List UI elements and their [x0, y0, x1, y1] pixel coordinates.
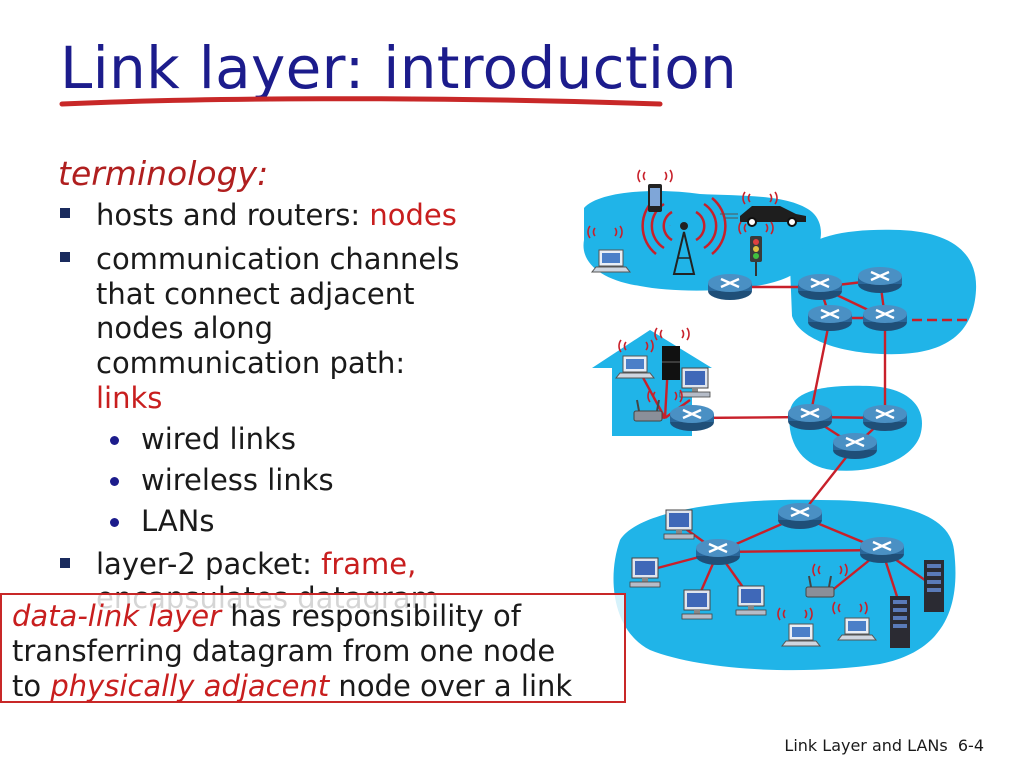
network-diagram: [583, 169, 977, 671]
router-icon: [806, 303, 854, 333]
car-icon: [720, 191, 806, 227]
router-icon: [861, 303, 909, 333]
bullet-links-line1: communication channels: [96, 242, 460, 276]
footer-chapter: Link Layer and LANs: [784, 736, 948, 755]
sub-bullet-dot-icon: [110, 518, 119, 527]
term-data-link-layer: data-link layer: [12, 599, 222, 633]
bullet-nodes: hosts and routers: nodes: [96, 198, 457, 232]
router-icon: [856, 265, 904, 295]
router-icon: [776, 501, 824, 531]
bullet-square-icon: [60, 252, 70, 262]
bullet-links-line4: communication path:: [96, 346, 406, 380]
bullet-square-icon: [60, 208, 70, 218]
router-icon: [858, 535, 906, 565]
router-icon: [694, 537, 742, 567]
definition-box: data-link layer has responsibility of tr…: [0, 593, 626, 703]
title-underline: [59, 96, 663, 107]
sub-bullet-dot-icon: [110, 477, 119, 486]
bullet-text: layer-2 packet:: [96, 547, 322, 581]
bullet-frame: layer-2 packet: frame,: [96, 547, 416, 581]
term-links: links: [96, 381, 163, 415]
home-devices: [615, 327, 716, 433]
router-icon: [786, 402, 834, 432]
router-icon: [861, 403, 909, 433]
sub-bullet-dot-icon: [110, 436, 119, 445]
sub-bullet-wireless: wireless links: [141, 463, 334, 497]
definition-line2: transferring datagram from one node: [12, 634, 556, 668]
router-icon: [796, 272, 844, 302]
bullet-text: hosts and routers:: [96, 198, 370, 232]
bullet-square-icon: [60, 558, 70, 568]
smartphone-icon: [637, 169, 673, 212]
term-physically-adjacent: physically adjacent: [50, 669, 330, 703]
bullet-links-line3: nodes along: [96, 311, 274, 345]
traffic-light-icon: [738, 221, 774, 276]
mobile-network-region: [583, 190, 821, 291]
slide-footer: Link Layer and LANs 6-4: [784, 736, 984, 755]
sub-bullet-lans: LANs: [141, 504, 215, 538]
bullet-links-line2: that connect adjacent: [96, 277, 415, 311]
router-icon: [706, 272, 754, 302]
term-nodes: nodes: [369, 198, 457, 232]
terminology-heading: terminology:: [58, 154, 269, 193]
definition-text: has responsibility of: [221, 599, 521, 633]
router-icon: [831, 431, 879, 461]
definition-line1: data-link layer has responsibility of: [12, 599, 616, 634]
definition-text: node over a link: [329, 669, 573, 703]
sub-bullet-wired: wired links: [141, 422, 296, 456]
footer-page-number: 6-4: [957, 736, 984, 755]
definition-text: to: [12, 669, 51, 703]
slide-title: Link layer: introduction: [60, 34, 738, 102]
term-frame: frame,: [321, 547, 417, 581]
definition-line3: to physically adjacent node over a link: [12, 669, 616, 704]
